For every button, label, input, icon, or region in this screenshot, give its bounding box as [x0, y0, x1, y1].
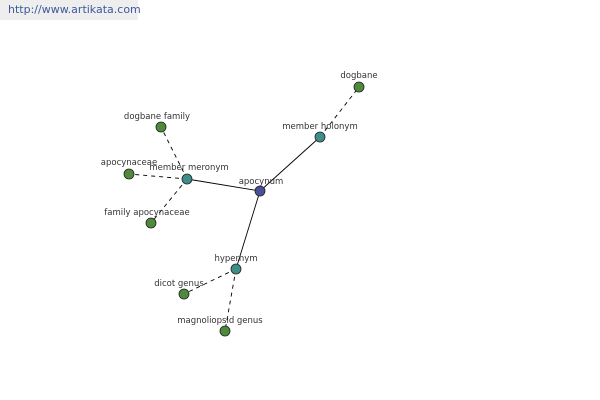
node-leaf-dicot-genus[interactable]: dicot genus: [154, 279, 204, 300]
node-leaf-dogbane-family[interactable]: dogbane family: [124, 112, 190, 133]
node-rel-member-holonym-dot[interactable]: [314, 131, 326, 143]
edge-rel-hypernym-to-leaf-magnoliopsid-genus: [224, 268, 237, 332]
edge-root-to-rel-hypernym: [235, 190, 261, 270]
node-leaf-magnoliopsid-genus-dot[interactable]: [219, 325, 231, 337]
node-leaf-magnoliopsid-genus[interactable]: magnoliopsid genus: [177, 316, 263, 337]
edge-rel-member-meronym-to-leaf-dogbane-family: [160, 126, 188, 180]
site-url[interactable]: http://www.artikata.com: [0, 0, 141, 20]
node-leaf-family-apocynaceae-label[interactable]: family apocynaceae: [104, 208, 189, 218]
node-rel-hypernym-label[interactable]: hypernym: [214, 254, 257, 264]
node-leaf-magnoliopsid-genus-label[interactable]: magnoliopsid genus: [177, 316, 263, 326]
edge-rel-member-holonym-to-leaf-dogbane: [319, 86, 360, 138]
edge-root-to-rel-member-meronym: [186, 178, 261, 192]
node-rel-hypernym-dot[interactable]: [230, 263, 242, 275]
node-leaf-apocynaceae-label[interactable]: apocynaceae: [101, 158, 157, 168]
node-leaf-dogbane-dot[interactable]: [353, 81, 365, 93]
edge-rel-hypernym-to-leaf-dicot-genus: [183, 268, 237, 295]
node-leaf-dogbane-label[interactable]: dogbane: [340, 71, 377, 81]
node-leaf-apocynaceae[interactable]: apocynaceae: [101, 158, 157, 180]
node-leaf-family-apocynaceae[interactable]: family apocynaceae: [104, 208, 190, 229]
edge-rel-member-meronym-to-leaf-family-apocynaceae: [150, 178, 188, 224]
node-rel-member-meronym-dot[interactable]: [181, 173, 193, 185]
node-root-apocynum[interactable]: apocynum: [239, 177, 284, 197]
node-root-apocynum-dot[interactable]: [254, 185, 266, 197]
edge-rel-member-meronym-to-leaf-apocynaceae: [128, 173, 188, 180]
node-leaf-dogbane[interactable]: dogbane: [340, 71, 378, 93]
node-leaf-dicot-genus-dot[interactable]: [178, 288, 190, 300]
node-leaf-family-apocynaceae-dot[interactable]: [145, 217, 157, 229]
edge-root-to-rel-member-holonym: [259, 136, 321, 192]
node-rel-member-holonym-label[interactable]: member holonym: [282, 122, 357, 132]
node-leaf-dogbane-family-label[interactable]: dogbane family: [124, 112, 190, 122]
node-rel-hypernym[interactable]: hypernym: [214, 254, 258, 275]
node-rel-member-holonym[interactable]: member holonym: [282, 122, 358, 143]
node-leaf-dogbane-family-dot[interactable]: [155, 121, 167, 133]
node-leaf-apocynaceae-dot[interactable]: [123, 168, 135, 180]
node-rel-member-meronym-label[interactable]: member meronym: [149, 163, 228, 173]
node-root-apocynum-label[interactable]: apocynum: [239, 177, 284, 187]
node-rel-member-meronym[interactable]: member meronym: [149, 163, 229, 185]
node-leaf-dicot-genus-label[interactable]: dicot genus: [154, 279, 204, 289]
